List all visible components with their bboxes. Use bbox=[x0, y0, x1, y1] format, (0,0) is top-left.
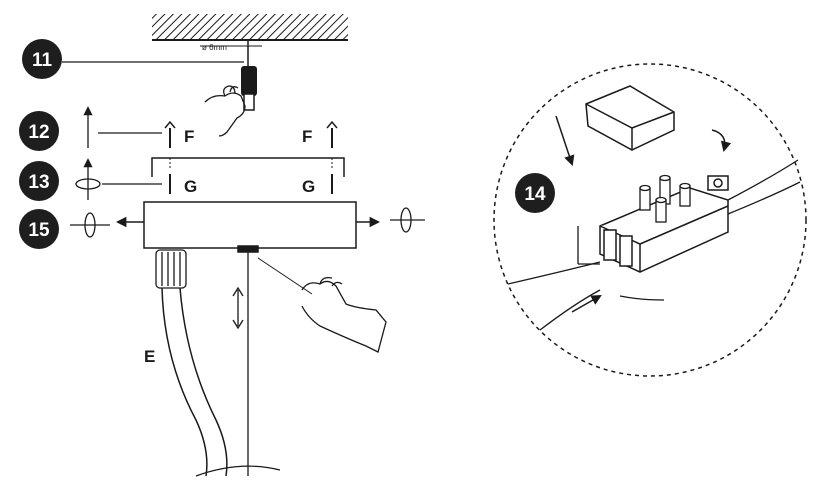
label-e: E bbox=[144, 347, 155, 366]
rotate-icon-13 bbox=[75, 158, 101, 200]
power-cable bbox=[161, 287, 228, 477]
step-badge-11: 11 bbox=[22, 39, 62, 79]
label-g-right: G bbox=[302, 177, 315, 196]
hand-icon bbox=[204, 85, 246, 137]
step-badge-15: 15 bbox=[19, 209, 59, 249]
hand-leader bbox=[257, 257, 313, 295]
rotate-icon-right bbox=[390, 207, 425, 233]
terminal-posts bbox=[639, 174, 691, 223]
dimension-label: ø 6mm bbox=[202, 43, 227, 52]
svg-text:12: 12 bbox=[28, 122, 49, 143]
cable-dimension: ø 6mm bbox=[200, 43, 262, 52]
step-badge-12: 12 bbox=[19, 111, 59, 151]
screw-f-left bbox=[164, 120, 176, 148]
floor-curve bbox=[195, 465, 281, 477]
svg-text:14: 14 bbox=[524, 184, 546, 205]
arrow-wire-insert bbox=[571, 294, 602, 313]
svg-text:13: 13 bbox=[28, 172, 49, 193]
label-g-left: G bbox=[184, 177, 197, 196]
arrow-cover-down bbox=[555, 115, 575, 166]
terminal-cover bbox=[585, 85, 675, 151]
hand-adjust-icon bbox=[301, 276, 387, 353]
svg-text:11: 11 bbox=[32, 50, 53, 71]
wires bbox=[507, 159, 801, 331]
rotate-arrow-icon bbox=[711, 129, 732, 153]
rotate-icon-left bbox=[70, 212, 110, 238]
canopy-body bbox=[115, 157, 381, 253]
screw-f-right bbox=[326, 120, 338, 148]
ceiling bbox=[152, 14, 348, 41]
svg-text:15: 15 bbox=[28, 220, 50, 241]
cable-gland bbox=[155, 249, 187, 289]
label-f-left: F bbox=[184, 127, 194, 146]
label-f-right: F bbox=[302, 127, 312, 146]
detail-circle bbox=[493, 63, 807, 377]
step-badge-13: 13 bbox=[19, 161, 59, 201]
suspension-rod bbox=[232, 252, 249, 476]
step-badge-14: 14 bbox=[515, 173, 555, 213]
terminal-block bbox=[599, 175, 729, 273]
